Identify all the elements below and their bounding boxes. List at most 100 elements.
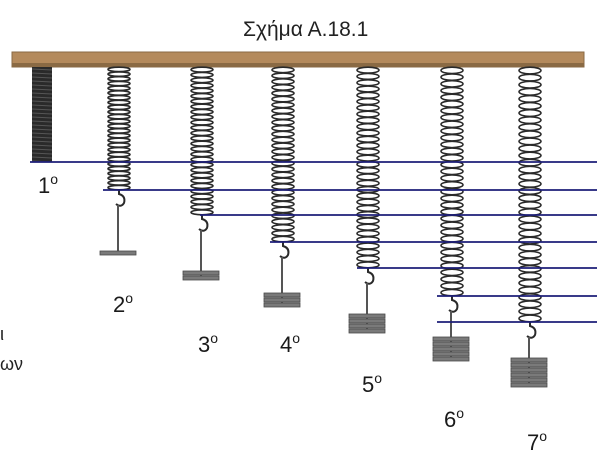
spring-coil-4-ring bbox=[271, 165, 295, 173]
spring-coil-3-ring bbox=[190, 87, 214, 95]
spring-coil-1-ring bbox=[31, 84, 53, 87]
spring-coil-7-ring bbox=[518, 137, 542, 146]
spring-coil-2-ring bbox=[107, 99, 131, 106]
spring-coil-5-ring bbox=[356, 248, 380, 257]
spring-label-3: 3o bbox=[198, 331, 218, 356]
spring-label-superscript: o bbox=[50, 171, 59, 187]
spring-coil-6-ring bbox=[440, 73, 464, 82]
spring-coil-3-ring bbox=[190, 71, 214, 79]
spring-label-4: 4o bbox=[280, 331, 300, 356]
spring-coil-6-ring bbox=[440, 167, 464, 176]
spring-coil-7-ring bbox=[518, 271, 542, 281]
hook-7 bbox=[526, 322, 537, 339]
spring-coil-1-ring bbox=[31, 128, 53, 131]
spring-coil-2-ring bbox=[107, 75, 131, 82]
spring-coil-6-ring bbox=[440, 133, 464, 142]
spring-coil-7-ring bbox=[518, 172, 542, 181]
spring-coil-5-ring bbox=[356, 129, 380, 137]
spring-coil-5-ring bbox=[356, 229, 380, 238]
spring-label-superscript: o bbox=[292, 330, 301, 346]
spring-coil-7-ring bbox=[518, 229, 542, 238]
spring-label-superscript: o bbox=[456, 405, 465, 421]
spring-coil-1-ring bbox=[31, 104, 53, 107]
spring-coil-5-ring bbox=[356, 217, 380, 225]
spring-coil-7-ring bbox=[518, 179, 542, 189]
spring-coil-1-ring bbox=[31, 100, 53, 103]
spring-coil-6-ring bbox=[440, 120, 464, 129]
spring-coil-1-ring bbox=[31, 96, 53, 99]
mass-disc-3 bbox=[182, 275, 220, 281]
spring-coil-4-ring bbox=[271, 113, 295, 121]
mass-disc-4 bbox=[263, 292, 301, 298]
spring-label-superscript: o bbox=[210, 330, 219, 346]
spring-coil-6-ring bbox=[440, 86, 464, 95]
spring-coil-6-ring bbox=[440, 174, 464, 183]
spring-coil-6-ring bbox=[440, 268, 464, 277]
mass-disc-4 bbox=[263, 297, 301, 303]
spring-coil-4-ring bbox=[271, 107, 295, 115]
spring-coil-6-ring bbox=[440, 127, 464, 135]
spring-coil-5-ring bbox=[356, 104, 380, 112]
spring-2 bbox=[99, 66, 137, 256]
spring-coil-1-ring bbox=[31, 92, 53, 95]
spring-coil-6-ring bbox=[440, 275, 464, 284]
spring-coil-7-ring bbox=[518, 243, 542, 252]
mass-disc-6 bbox=[432, 356, 470, 362]
spring-coil-5-ring bbox=[356, 148, 380, 156]
spring-coil-7-ring bbox=[518, 193, 542, 203]
spring-coil-1-ring bbox=[31, 88, 53, 91]
spring-coil-3-ring bbox=[190, 193, 214, 200]
spring-coil-4-ring bbox=[271, 218, 295, 226]
spring-coil-6-ring bbox=[440, 288, 464, 297]
spring-coil-4-ring bbox=[271, 118, 295, 126]
spring-coil-7-ring bbox=[518, 87, 542, 96]
spring-coil-1-ring bbox=[31, 156, 53, 159]
spring-coil-7-ring bbox=[518, 314, 542, 323]
spring-coil-2-ring bbox=[107, 151, 131, 158]
spring-coil-4-ring bbox=[271, 83, 295, 91]
spring-label-superscript: o bbox=[539, 428, 548, 444]
spring-coil-5-ring bbox=[356, 179, 380, 187]
spring-coil-5-ring bbox=[356, 173, 380, 181]
spring-coil-5-ring bbox=[356, 223, 380, 231]
spring-coil-3-ring bbox=[190, 76, 214, 84]
spring-coil-1-ring bbox=[31, 148, 53, 151]
spring-coil-7-ring bbox=[518, 186, 542, 196]
spring-coil-6-ring bbox=[440, 234, 464, 243]
spring-coil-7-ring bbox=[518, 115, 542, 125]
spring-coil-1-ring bbox=[31, 72, 53, 75]
spring-1 bbox=[31, 67, 53, 163]
spring-coil-3-ring bbox=[190, 119, 214, 126]
spring-coil-1-ring bbox=[31, 120, 53, 123]
mass-disc-6 bbox=[432, 351, 470, 357]
spring-coil-4-ring bbox=[271, 72, 295, 80]
spring-coil-3-ring bbox=[190, 150, 214, 158]
spring-coil-4-ring bbox=[271, 66, 295, 74]
mass-disc-7 bbox=[510, 367, 548, 373]
spring-coil-2-ring bbox=[107, 94, 131, 101]
reference-lines-layer bbox=[30, 161, 597, 323]
spring-5 bbox=[348, 66, 386, 334]
mass-disc-7 bbox=[510, 372, 548, 378]
mass-disc-2 bbox=[99, 250, 137, 256]
mass-disc-7 bbox=[510, 377, 548, 383]
spring-label-number: 7 bbox=[527, 430, 540, 455]
spring-coil-3-ring bbox=[190, 103, 214, 110]
spring-coil-4-ring bbox=[271, 89, 295, 97]
figure-title: Σχήμα Α.18.1 bbox=[243, 18, 369, 41]
spring-label-6: 6o bbox=[444, 406, 464, 431]
spring-coil-5-ring bbox=[356, 198, 380, 206]
spring-4 bbox=[263, 66, 301, 308]
spring-6 bbox=[432, 66, 470, 362]
spring-coil-6-ring bbox=[440, 228, 464, 236]
spring-coil-6-ring bbox=[440, 248, 464, 257]
spring-label-number: 6 bbox=[444, 407, 457, 432]
spring-coil-1-ring bbox=[31, 144, 53, 147]
spring-coil-7-ring bbox=[518, 101, 542, 111]
spring-coil-2-ring bbox=[107, 80, 131, 87]
spring-label-number: 1 bbox=[38, 173, 51, 198]
mass-disc-5 bbox=[348, 318, 386, 324]
spring-coil-5-ring bbox=[356, 97, 380, 106]
mass-disc-3 bbox=[182, 270, 220, 276]
spring-coil-3-ring bbox=[190, 92, 214, 100]
